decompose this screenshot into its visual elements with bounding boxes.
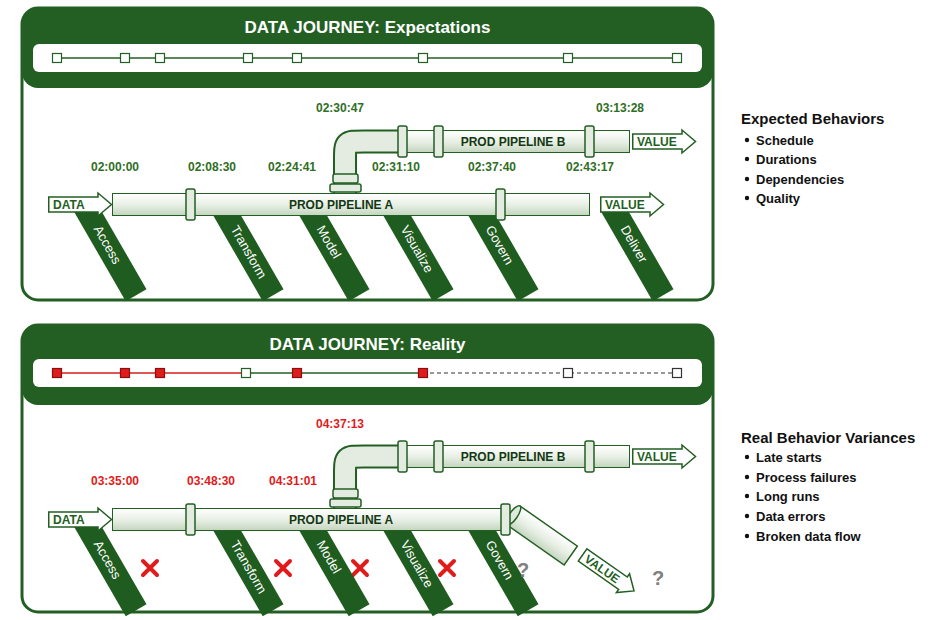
list-heading: Real Behavior Variances (741, 429, 915, 446)
bullet (745, 138, 749, 538)
time-stamp: 04:31:01 (269, 474, 317, 488)
stage-name: Deliver (601, 200, 673, 301)
list-heading: Expected Behaviors (741, 110, 884, 127)
list-item: Late starts (756, 450, 822, 465)
flow-arrow: DATA (48, 509, 112, 530)
timeline-line (423, 372, 677, 373)
pipeline: PROD PIPELINE A (112, 508, 510, 531)
timeline-marks (53, 54, 682, 63)
time-stamp: 03:13:28 (596, 101, 644, 115)
timeline-bar (33, 359, 702, 387)
arrow-label: VALUE (605, 198, 645, 212)
arrow-label: DATA (53, 198, 85, 212)
pipe-elbow-outline (345, 457, 402, 511)
time-stamp: 02:31:10 (372, 160, 420, 174)
journey-panel: DATA PROD PIPELINE A PROD PIPELINE B VALUE V… (22, 325, 713, 612)
time-stamp: 03:48:30 (187, 474, 235, 488)
pipe-elbow-body (345, 457, 402, 511)
time-stamp: 02:24:41 (268, 160, 316, 174)
list-item: Quality (756, 191, 800, 206)
time-stamp: 04:37:13 (316, 417, 364, 431)
panel-header (22, 8, 713, 88)
list-item: Broken data flow (756, 529, 861, 544)
unknown-mark: ? (517, 559, 529, 582)
arrow-label: VALUE (637, 450, 677, 464)
arrow-label: VALUE (637, 135, 677, 149)
pipeline-name: PROD PIPELINE B (461, 450, 566, 464)
list-item: Long runs (756, 489, 820, 504)
pipeline-name: PROD PIPELINE A (289, 198, 393, 212)
panel-header (22, 325, 713, 405)
timeline-line (57, 57, 677, 59)
pipe-elbow (345, 457, 402, 511)
time-stamp: 03:35:00 (91, 474, 139, 488)
panel-title: DATA JOURNEY: Reality (22, 335, 713, 355)
flow-arrow: VALUE (632, 131, 696, 152)
pipeline: PROD PIPELINE A (112, 193, 590, 216)
arrow-label: DATA (53, 513, 85, 527)
time-stamp: 02:37:40 (468, 160, 516, 174)
list-item: Durations (756, 152, 817, 167)
timeline-line (57, 372, 246, 374)
pipeline: PROD PIPELINE B (400, 445, 630, 468)
list-item: Dependencies (756, 172, 844, 187)
pipeline-name: PROD PIPELINE A (289, 513, 393, 527)
flow-arrow: VALUE (632, 446, 696, 467)
timeline-line (246, 372, 423, 374)
timeline-bar (33, 44, 702, 72)
pipeline: PROD PIPELINE B (400, 130, 630, 153)
time-stamp: 02:43:17 (566, 160, 614, 174)
flow-arrow: VALUE (576, 546, 640, 600)
flow-arrow: VALUE (600, 194, 664, 215)
time-stamp: 02:08:30 (188, 160, 236, 174)
time-stamp: 02:30:47 (316, 101, 364, 115)
unknown-mark: ? (652, 567, 664, 590)
flow-arrow: DATA (48, 194, 112, 215)
panel-title: DATA JOURNEY: Expectations (22, 18, 713, 38)
broken-pipe (504, 504, 578, 565)
pipe-flange (186, 126, 594, 535)
time-stamp: 02:00:00 (91, 160, 139, 174)
list-item: Schedule (756, 133, 814, 148)
stage-tab: Deliver (601, 200, 673, 301)
timeline-marks (53, 369, 682, 378)
pipeline-name: PROD PIPELINE B (461, 135, 566, 149)
list-item: Process failures (756, 470, 856, 485)
list-item: Data errors (756, 509, 825, 524)
journey-panel: DATA PROD PIPELINE A PROD PIPELINE B VALUE V… (22, 8, 713, 300)
